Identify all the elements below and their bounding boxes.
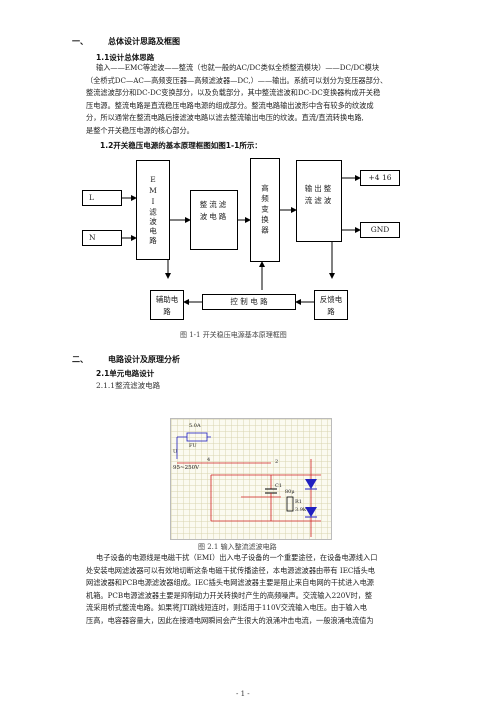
emi-filter-label: EMI滤波电路 xyxy=(148,174,158,246)
capacitor-ref: C1 xyxy=(275,483,283,489)
fuse-label: 5.0A xyxy=(189,423,201,429)
para1-line: 分，所以通常在整流电路后接滤波电路以滤去整流输出电压的纹波。直流/直流转换电路, xyxy=(86,113,364,123)
rectifier-filter-label: 整流滤波电路 xyxy=(199,200,229,221)
output-gnd-box: GND xyxy=(360,222,400,238)
para1-line: 压电源。整流电路是直流稳压电路电源的组成部分。整流电路输出波形中含有较多的纹波成 xyxy=(86,100,374,110)
figure-2-1-caption: 图 2.1 输入整流滤波电路 xyxy=(198,543,277,551)
node-4-label: 4 xyxy=(207,457,211,463)
para1-line: （全桥式DC—AC—高频变压器—高频滤波器—DC,）——输出。系统可以划分为变压… xyxy=(86,75,388,85)
input-l-box: L xyxy=(82,190,122,206)
section1-1-title: 1.1设计总体思路 xyxy=(96,53,155,62)
input-l-label: L xyxy=(89,193,94,202)
section2-title: 电路设计及原理分析 xyxy=(108,355,180,364)
capacitor-value: 80μ xyxy=(285,489,295,495)
resistor-value: 3.9k xyxy=(295,507,306,513)
hf-transformer-label: 高频变换器 xyxy=(260,183,270,237)
node-2-label: 2 xyxy=(275,459,279,465)
resistor-ref: R1 xyxy=(295,499,302,505)
para1-line: 输入——EMC等滤波——整流（也就一般的AC/DC类似全桥整流模块）——DC/D… xyxy=(96,63,380,72)
para2-line: 网滤波器和PCB电源滤波器组成。IEC插头电网滤波器主要是阻止来自电网的干扰进入… xyxy=(86,578,374,588)
output-filter-box: 输出整流滤波 xyxy=(296,160,342,242)
rectifier-filter-box: 整流滤波电路 xyxy=(190,190,238,250)
paragraph-design-idea: 输入——EMC等滤波——整流（也就一般的AC/DC类似全桥整流模块）——DC/D… xyxy=(86,62,422,138)
control-circuit-box: 控 制 电 路 xyxy=(202,294,296,310)
section1-2-title: 1.2开关稳压电源的基本原理框图如图1-1所示： xyxy=(100,141,262,150)
aux-circuit-box: 辅助电路 xyxy=(150,290,184,320)
para2-line: 电子设备的电源线是电磁干扰（EMI）出入电子设备的一个重要途径，在设备电源线入口 xyxy=(96,553,378,562)
feedback-circuit-box: 反馈电路 xyxy=(314,290,348,320)
para2-line: 处安装电网滤波器可以有效地切断这条电磁干扰传播途径，本电源滤波器由带有 IEC插… xyxy=(86,565,375,575)
rectifier-schematic: 5.0A FU U 95~250V 4 2 C1 80μ R1 3.9k xyxy=(170,418,332,540)
emi-filter-box: EMI滤波电路 xyxy=(136,160,170,260)
block-diagram: L N EMI滤波电路 整流滤波电路 高频变换器 输出整流滤波 +4 16 GN… xyxy=(70,150,430,350)
feedback-circuit-label: 反馈电路 xyxy=(319,295,343,316)
input-n-label: N xyxy=(89,233,96,242)
section2-1-1-title: 2.1.1整流滤波电路 xyxy=(96,381,161,390)
page-number: - 1 - xyxy=(236,690,250,698)
section2-number: 二、 xyxy=(72,355,88,364)
output-positive-box: +4 16 xyxy=(360,170,400,186)
source-ref: U xyxy=(173,449,178,455)
input-n-box: N xyxy=(82,230,122,246)
section1-title: 总体设计思路及框图 xyxy=(108,37,180,46)
diagram-arrows xyxy=(122,175,361,305)
section2-1-title: 2.1单元电路设计 xyxy=(96,369,155,378)
aux-circuit-label: 辅助电路 xyxy=(155,295,179,316)
hf-transformer-box: 高频变换器 xyxy=(250,158,280,262)
source-value: 95~250V xyxy=(173,465,200,471)
para1-line: 是整个开关稳压电源的核心部分。 xyxy=(86,125,194,135)
control-circuit-label: 控 制 电 路 xyxy=(230,297,268,306)
para2-line: 流采用桥式整流电路。如果将JTI跳线短连时，则适用于110V交流输入电压。由于输… xyxy=(86,603,367,613)
section1-number: 一、 xyxy=(72,37,88,46)
output-filter-label: 输出整流滤波 xyxy=(304,184,334,205)
paragraph-emi-filter: 电子设备的电源线是电磁干扰（EMI）出入电子设备的一个重要途径，在设备电源线入口… xyxy=(86,552,422,628)
output-gnd-label: GND xyxy=(370,225,390,234)
para2-line: 机箱。PCB电源滤波器主要是抑制动力开关转换时产生的高频噪声。交流输入220V时… xyxy=(86,590,373,600)
para1-line: 整流滤波部分和DC-DC变换部分，以及负载部分，其中整流滤波和DC-DC变换器构… xyxy=(86,88,381,98)
output-positive-label: +4 16 xyxy=(368,173,392,182)
figure-1-1-caption: 图 1-1 开关稳压电源基本原理框图 xyxy=(180,331,287,339)
para2-line: 压高，电容器容量大，因此在接通电网瞬间会产生很大的浪涌冲击电流，一般浪涌电流值为 xyxy=(86,615,374,625)
fuse-ref: FU xyxy=(189,443,197,449)
schematic-wiring xyxy=(176,432,321,537)
